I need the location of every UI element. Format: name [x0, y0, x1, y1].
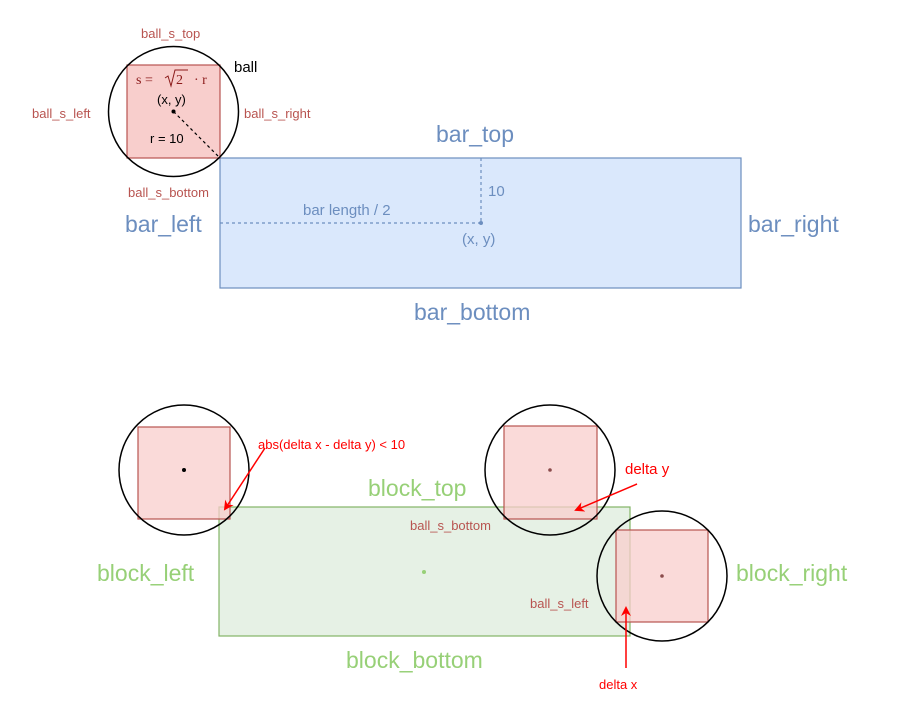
corner-condition-label: abs(delta x - delta y) < 10 — [258, 437, 405, 452]
formula-r: · r — [194, 73, 207, 88]
bar-half-length-label: bar length / 2 — [303, 202, 391, 219]
delta-y-label: delta y — [625, 461, 670, 478]
ball-b-center-point — [548, 468, 552, 472]
ball-a-square — [137, 426, 231, 520]
bar-left-label: bar_left — [125, 211, 202, 237]
bar-top-label: bar_top — [436, 121, 514, 147]
block-left-label: block_left — [97, 560, 195, 586]
formula-sqrt-value: 2 — [176, 73, 183, 88]
ball-c-center-point — [660, 574, 664, 578]
block-top-label: block_top — [368, 475, 466, 501]
corner-condition-arrow — [223, 447, 266, 511]
ball-center-label: (x, y) — [157, 92, 186, 107]
formula-s: s = — [136, 73, 153, 88]
ball-b-s-bottom-label: ball_s_bottom — [410, 518, 491, 533]
ball-c-circle — [596, 510, 728, 642]
sqrt-icon — [164, 69, 188, 88]
ball-s-top-label: ball_s_top — [141, 26, 200, 41]
ball-s-right-label: ball_s_right — [244, 106, 311, 121]
bar-center-label: (x, y) — [462, 231, 495, 248]
block-bottom-label: block_bottom — [346, 647, 483, 673]
ball-a-center-point — [182, 468, 186, 472]
bar-bottom-label: bar_bottom — [414, 299, 530, 325]
bar-half-height-label: 10 — [488, 183, 505, 200]
ball-c-s-left-label: ball_s_left — [530, 596, 589, 611]
ball-label: ball — [234, 59, 257, 76]
ball-radius-line — [173, 111, 220, 158]
block-right-label: block_right — [736, 560, 848, 586]
bar-center-point — [479, 221, 483, 225]
ball-a-circle — [118, 404, 250, 536]
side-length-formula: s = 2 · r — [136, 69, 207, 88]
delta-x-label: delta x — [599, 677, 638, 692]
ball-b-circle — [484, 404, 616, 536]
ball-b-square — [503, 425, 598, 520]
bar-right-label: bar_right — [748, 211, 839, 237]
block-center-point — [422, 570, 426, 574]
ball-s-left-label: ball_s_left — [32, 106, 91, 121]
ball-circle — [107, 45, 240, 178]
radius-label: r = 10 — [150, 131, 184, 146]
delta-y-arrow — [574, 483, 638, 512]
ball-s-bottom-label: ball_s_bottom — [128, 185, 209, 200]
